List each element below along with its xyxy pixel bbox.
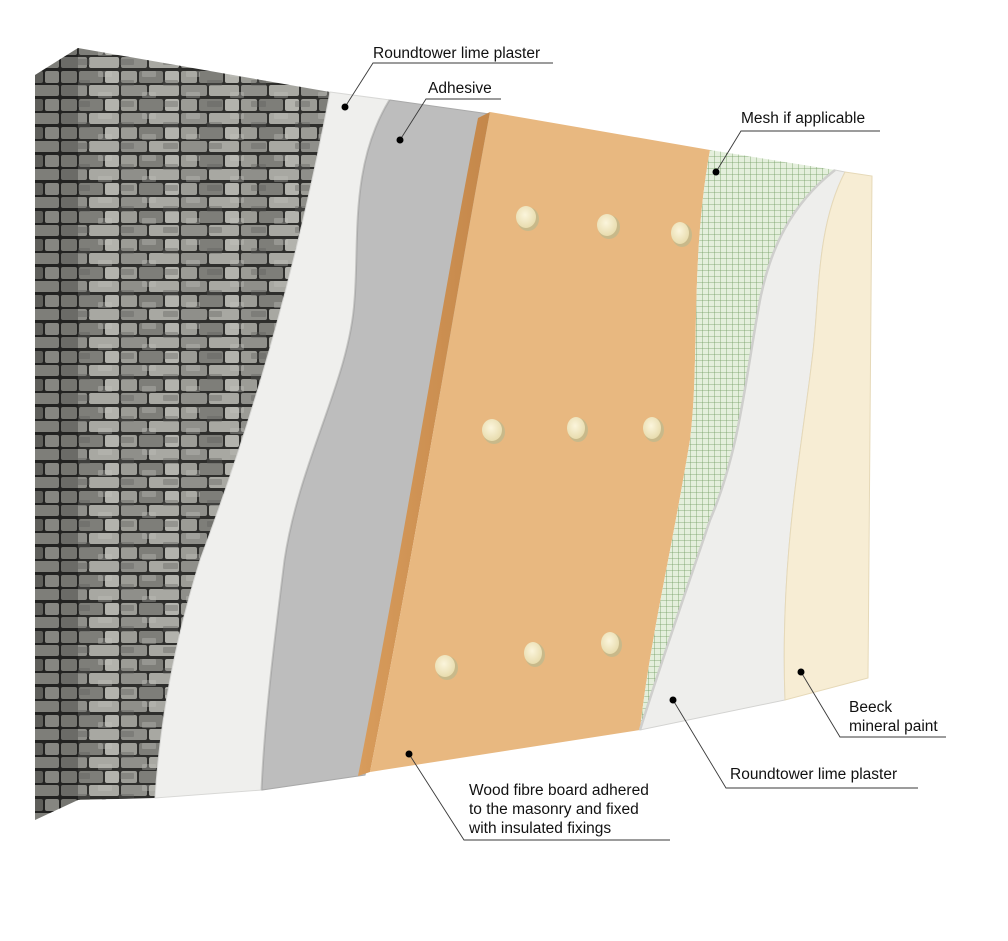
callout-outer-lime-plaster: Roundtower lime plaster — [669, 696, 918, 789]
label-board-line2: to the masonry and fixed — [469, 801, 639, 818]
callout-mesh: Mesh if applicable — [712, 110, 880, 176]
masonry-front-face — [78, 48, 330, 800]
fixing-icon — [671, 222, 692, 247]
label-board-line1: Wood fibre board adhered — [469, 782, 649, 799]
label-adhesive: Adhesive — [428, 80, 492, 97]
masonry-side-face — [35, 48, 78, 820]
label-outer-lime-plaster: Roundtower lime plaster — [730, 766, 897, 783]
mesh-layer — [640, 150, 835, 730]
fixing-icon — [643, 417, 664, 442]
callout-inner-lime-plaster: Roundtower lime plaster — [341, 45, 553, 111]
fixing-icon — [524, 642, 545, 667]
label-inner-lime-plaster: Roundtower lime plaster — [373, 45, 540, 62]
label-board-line3: with insulated fixings — [468, 820, 611, 837]
fixing-icon — [601, 632, 622, 657]
label-mesh: Mesh if applicable — [741, 110, 865, 127]
callout-wood-fibre-board: Wood fibre board adhered to the masonry … — [405, 750, 670, 841]
callout-adhesive: Adhesive — [396, 80, 501, 144]
fixing-icon — [516, 206, 539, 231]
fixing-icon — [597, 214, 620, 239]
label-mineral-paint-line1: Beeck — [849, 699, 892, 716]
label-mineral-paint-line2: mineral paint — [849, 718, 938, 735]
fixing-icon — [482, 419, 505, 444]
callout-mineral-paint: Beeck mineral paint — [797, 668, 946, 738]
mineral-paint-layer — [783, 171, 873, 701]
insulated-fixings — [435, 206, 692, 680]
fixing-icon — [567, 417, 588, 442]
wood-fibre-board-edge — [358, 112, 490, 776]
fixing-icon — [435, 655, 458, 680]
